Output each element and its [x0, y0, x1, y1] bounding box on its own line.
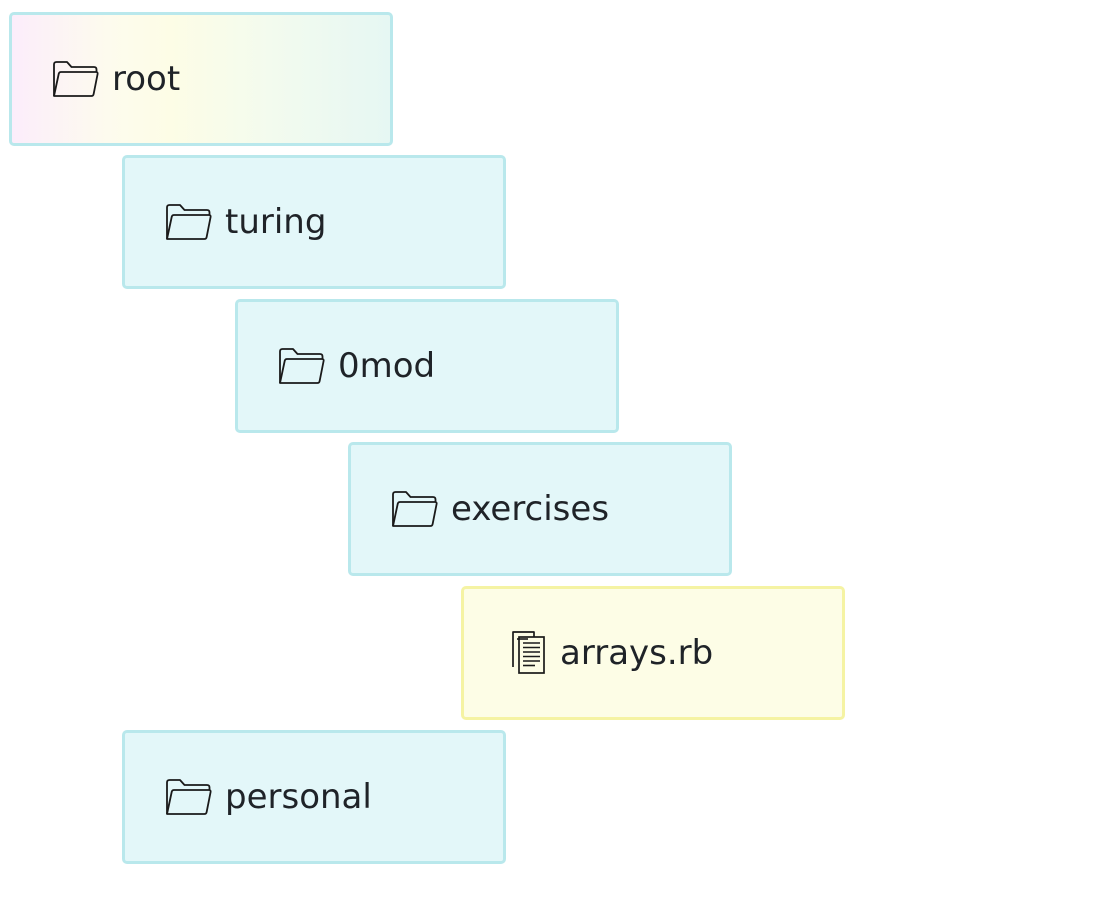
folder-icon: [276, 344, 326, 388]
tree-node-label: root: [112, 59, 181, 99]
tree-node-label: 0mod: [338, 346, 436, 386]
tree-node-arrays-rb[interactable]: arrays.rb: [461, 586, 845, 720]
tree-node-label: arrays.rb: [560, 633, 714, 673]
folder-icon: [389, 487, 439, 531]
folder-icon: [50, 57, 100, 101]
tree-node-label: personal: [225, 777, 372, 817]
file-icon: [508, 629, 548, 677]
tree-node-0mod[interactable]: 0mod: [235, 299, 619, 433]
tree-node-label: turing: [225, 202, 327, 242]
tree-node-label: exercises: [451, 489, 610, 529]
tree-node-personal[interactable]: personal: [122, 730, 506, 864]
folder-icon: [163, 775, 213, 819]
tree-node-root[interactable]: root: [9, 12, 393, 146]
tree-node-exercises[interactable]: exercises: [348, 442, 732, 576]
tree-node-turing[interactable]: turing: [122, 155, 506, 289]
folder-icon: [163, 200, 213, 244]
